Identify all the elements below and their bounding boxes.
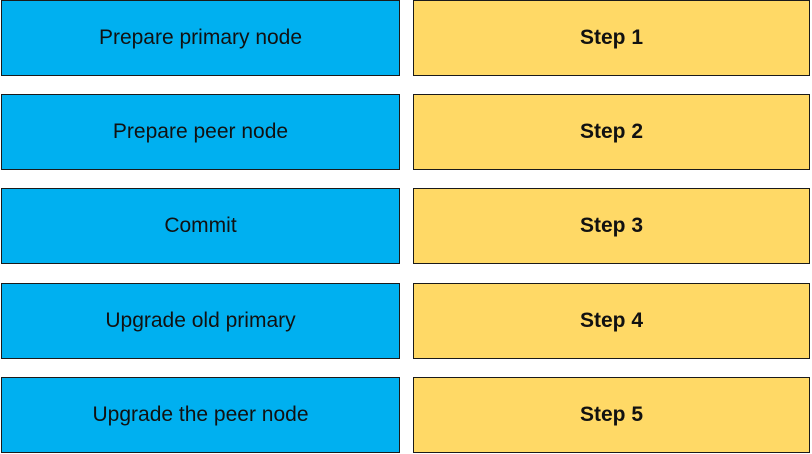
action-box[interactable]: Prepare primary node <box>1 0 400 76</box>
row-2: Prepare peer node Step 2 <box>0 94 812 170</box>
row-5: Upgrade the peer node Step 5 <box>0 377 812 453</box>
step-box[interactable]: Step 3 <box>413 188 810 264</box>
row-4: Upgrade old primary Step 4 <box>0 283 812 359</box>
row-3: Commit Step 3 <box>0 188 812 264</box>
row-1: Prepare primary node Step 1 <box>0 0 812 76</box>
action-box[interactable]: Upgrade the peer node <box>1 377 400 453</box>
action-box[interactable]: Commit <box>1 188 400 264</box>
step-box[interactable]: Step 5 <box>413 377 810 453</box>
action-box[interactable]: Upgrade old primary <box>1 283 400 359</box>
step-box[interactable]: Step 4 <box>413 283 810 359</box>
step-box[interactable]: Step 2 <box>413 94 810 170</box>
action-box[interactable]: Prepare peer node <box>1 94 400 170</box>
step-box[interactable]: Step 1 <box>413 0 810 76</box>
